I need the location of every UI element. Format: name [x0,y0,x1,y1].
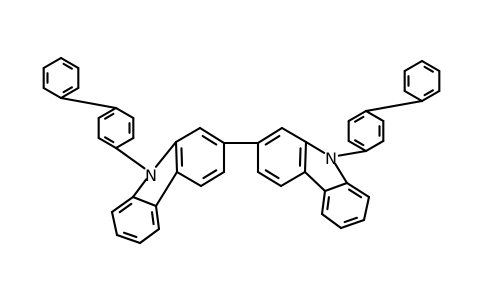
carbazole-right-upper-ring-bond [256,126,284,145]
carbazole-left-upper-ring-double-bond [202,169,218,180]
carbazole-right-lower-ring-double-bond [326,196,330,211]
carbazole-right-upper-ring-bond [256,170,283,188]
carbazole-left-lower-ring-bond [154,204,161,231]
phenyl-top-left-bond [59,86,80,100]
carbazole-right-upper-ring-double-bond [264,134,281,146]
carbazole-left-upper-ring-double-bond [180,147,184,167]
phenyl-mid-right-bond [347,109,368,123]
carbazole-left-lower-ring-double-bond [150,211,155,226]
carbazole-left-upper-ring-bond [174,126,202,144]
carbazole-left-5ring-bond [154,170,179,208]
carbazole-left-lower-ring-bond [131,195,158,208]
carbazole-right-upper-ring-bond [279,170,307,188]
carbazole-right-lower-ring-bond [339,218,366,230]
phenyl-top-right-double-bond [423,89,434,97]
carbazole-left-upper-ring-bond [199,170,226,188]
phenyl-top-right-bond [403,59,424,73]
carbazole-left-upper-ring-bond [174,140,179,174]
phenyl-top-right-bond [403,89,424,103]
nitrogen-label-right: N [325,149,337,168]
carbazole-left-lower-ring-double-bond [123,231,138,239]
phenyl-top-left-bond [42,56,63,70]
carbazole-right-lower-ring-bond [323,181,349,193]
carbazole-right-upper-ring-bond [280,126,308,144]
phenyl-mid-left-double-bond [104,112,115,120]
phenyl-top-left-bond [42,86,63,100]
carbazole-left-lower-ring-bond [115,233,142,245]
carbazole-right-lower-ring-bond [320,212,343,230]
carbazole-right-5ring-bond [303,170,327,193]
phenyl-top-left-bond [59,56,80,70]
phenyl-top-right-bond [420,59,441,73]
nitrogen-label-left: N [145,166,157,185]
phenyl-mid-left-double-bond [104,136,115,144]
carbazole-left-lower-ring-bond [110,210,119,237]
biphenyl-link-right [364,99,424,113]
carbazole-left-upper-ring-bond [175,170,203,188]
phenyl-top-left-double-bond [62,62,73,70]
phenyl-top-left-double-bond [62,86,73,94]
phenyl-top-right-bond [420,89,441,103]
carbazole-right-lower-ring-bond [345,181,371,199]
n-right-bond [334,162,349,185]
phenyl-mid-right-bond [364,109,385,123]
carbazole-right-upper-ring-bond [303,140,308,174]
phenyl-mid-right-bond [364,139,385,153]
atom-labels: N N [145,149,337,185]
phenyl-mid-left-bond [114,106,135,120]
carbazole-left-lower-ring-double-bond [118,202,133,214]
n-left-bond [154,140,178,168]
carbazole-left-upper-ring-bond [198,126,226,145]
n-left-aryl-bond [114,146,146,170]
n-right-aryl-bond [337,149,368,157]
n-right-bond [304,140,326,154]
phenyl-mid-right-double-bond [354,139,365,147]
carbazole-left-lower-ring-bond [110,195,135,214]
phenyl-mid-left-bond [114,136,135,150]
phenyl-mid-left-bond [97,106,118,120]
carbazole-right-upper-ring-double-bond [264,169,280,180]
biphenyl-link-left [59,96,118,110]
phenyl-mid-right-double-bond [354,115,365,123]
phenyl-top-right-double-bond [423,65,434,73]
bond-lines [42,56,441,245]
carbazole-right-lower-ring-double-bond [343,216,358,224]
carbazole-right-upper-ring-double-bond [298,147,302,167]
phenyl-mid-left-bond [97,136,118,150]
phenyl-mid-right-bond [347,139,368,153]
carbazole-left-upper-ring-double-bond [201,134,218,146]
carbazole-right-lower-ring-bond [362,195,371,222]
carbazole-right-lower-ring-bond [320,189,327,216]
carbazole-left-lower-ring-bond [138,227,161,245]
n-left-bond [131,178,148,199]
carbazole-right-lower-ring-double-bond [347,188,363,199]
